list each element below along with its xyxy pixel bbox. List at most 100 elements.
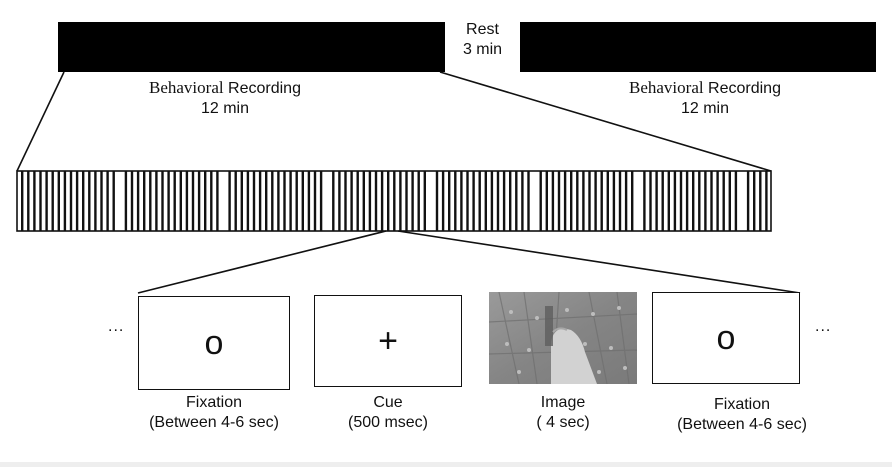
block1-word-recording: Recording <box>228 80 301 97</box>
trial-stripe <box>82 171 85 231</box>
trial-stripe <box>246 171 250 231</box>
trial-stripe <box>112 171 115 231</box>
fixation-caption-1: Fixation (Between 4-6 sec) <box>124 393 304 433</box>
block1-duration: 12 min <box>200 100 250 117</box>
trial-stripe <box>618 171 622 231</box>
trial-stripe <box>313 171 317 231</box>
trial-stripe <box>423 171 426 231</box>
trial-stripe <box>136 171 140 231</box>
trial-stripe <box>441 171 445 231</box>
trial-stripe <box>356 171 359 231</box>
trial-stripe <box>240 171 243 231</box>
trial-stripe <box>631 171 634 231</box>
trial-stripe <box>51 171 54 231</box>
trial-stripe <box>411 171 414 231</box>
trial-stripe <box>374 171 378 231</box>
trial-stripe <box>570 171 573 231</box>
trial-stripe <box>490 171 494 231</box>
trial-stripe <box>484 171 487 231</box>
image-label: Image <box>540 394 586 411</box>
trial-stripe <box>563 171 567 231</box>
trial-stripe <box>722 171 725 231</box>
trial-stripe <box>252 171 256 231</box>
trial-stripe <box>551 171 555 231</box>
trial-stripe <box>57 171 60 231</box>
trial-stripe <box>88 171 91 231</box>
block2-label: Behavioral Recording 12 min <box>600 78 810 119</box>
trial-stripe <box>692 171 695 231</box>
trial-stripe <box>350 171 353 231</box>
image-caption: Image ( 4 sec) <box>489 393 637 433</box>
cue-frame: + <box>314 295 462 387</box>
trial-stripe <box>69 171 73 231</box>
trial-stripe <box>753 171 756 231</box>
block1-title: Behavioral Recording <box>120 78 330 99</box>
trial-stripe <box>167 171 170 231</box>
trial-stripe <box>576 171 579 231</box>
trial-stripe <box>502 171 506 231</box>
trial-stripe <box>704 171 707 231</box>
rest-duration: 3 min <box>462 41 503 58</box>
trial-stripe <box>271 171 274 231</box>
zoom-line-right <box>439 71 772 172</box>
trial-stripe <box>130 171 134 231</box>
trial-stripe <box>33 171 36 231</box>
trial-stripe <box>417 171 420 231</box>
trial-stripe <box>509 171 512 231</box>
trial-stripe <box>210 171 213 231</box>
trial-stripe <box>405 171 408 231</box>
trial-stripe <box>472 171 475 231</box>
trial-stripe <box>685 171 689 231</box>
trial-stripe <box>362 171 365 231</box>
trial-stripe <box>624 171 628 231</box>
trial-stripe <box>496 171 500 231</box>
trial-stripe <box>588 171 591 231</box>
trial-stripe <box>27 171 30 231</box>
trial-stripe <box>94 171 97 231</box>
trial-stripe <box>545 171 548 231</box>
trial-stripe <box>277 171 280 231</box>
fixation-caption-2: Fixation (Between 4-6 sec) <box>652 395 832 435</box>
trial-stripe <box>106 171 109 231</box>
trial-stripe <box>454 171 457 231</box>
fixation-label-2: Fixation <box>713 396 771 413</box>
trial-stripe <box>557 171 561 231</box>
trial-stripe <box>600 171 603 231</box>
cue-duration: (500 msec) <box>347 414 429 431</box>
trial-stripe <box>594 171 597 231</box>
cue-symbol: + <box>378 322 398 360</box>
trial-stripe <box>448 171 451 231</box>
trial-stripe <box>649 171 652 231</box>
trial-stripe <box>197 171 201 231</box>
session-timeline <box>16 22 876 294</box>
trial-stripe <box>527 171 530 231</box>
trial-stripe <box>338 171 341 231</box>
trial-stripe <box>667 171 670 231</box>
image-duration: ( 4 sec) <box>536 414 590 431</box>
trial-stripe <box>234 171 237 231</box>
trial-stripe <box>143 171 146 231</box>
trial-stripe <box>380 171 384 231</box>
block1-word-behavioral: Behavioral <box>149 78 224 97</box>
fixation-frame-2: o <box>652 292 800 384</box>
fixation-frame-1: o <box>138 296 290 390</box>
ellipsis-left: ... <box>108 318 125 335</box>
trial-stripe <box>478 171 481 231</box>
trial-stripe <box>216 171 219 231</box>
trial-stripe <box>21 171 24 231</box>
trial-stripe <box>179 171 182 231</box>
trial-stripe <box>344 171 347 231</box>
bottom-rule <box>0 462 892 467</box>
rest-text: Rest <box>466 21 499 38</box>
trial-stripe <box>387 171 390 231</box>
trial-stripe <box>734 171 738 231</box>
cue-caption: Cue (500 msec) <box>314 393 462 433</box>
trial-stripe <box>606 171 609 231</box>
trial-stripe <box>673 171 677 231</box>
trial-stripe-bar <box>16 170 772 232</box>
trial-stripe <box>258 171 262 231</box>
fixation-duration: (Between 4-6 sec) <box>149 414 279 431</box>
cue-label: Cue <box>373 394 403 411</box>
trial-stripe <box>612 171 616 231</box>
